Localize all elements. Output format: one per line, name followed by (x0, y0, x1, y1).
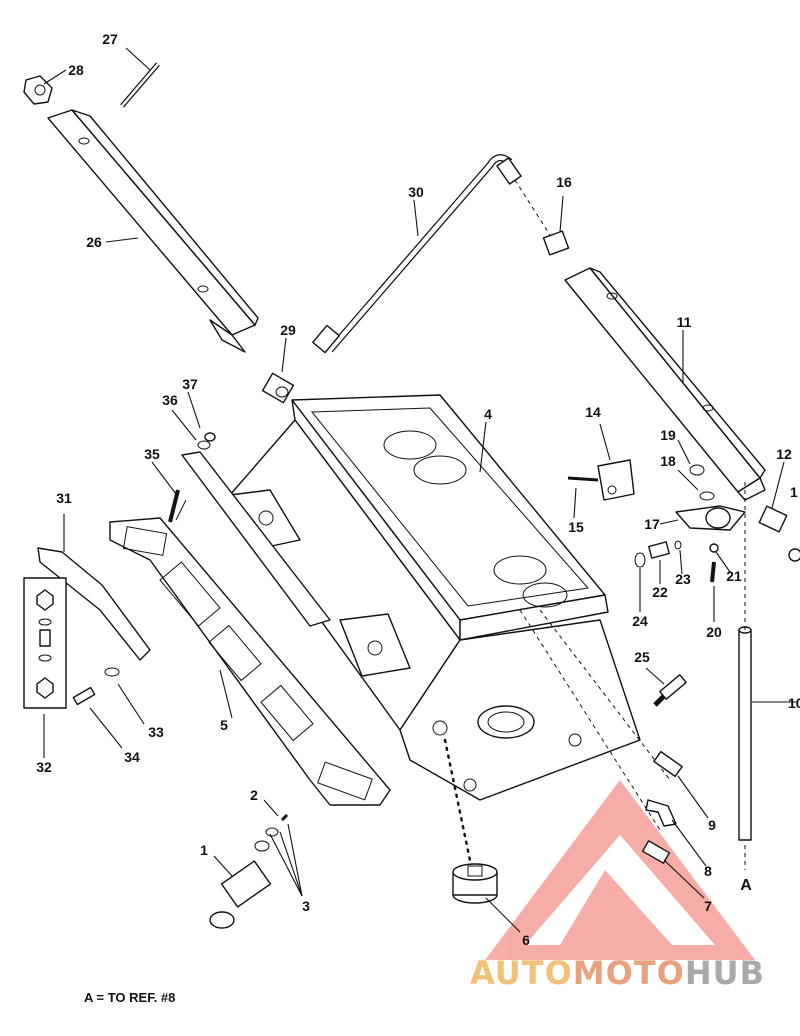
callout-29: 29 (280, 322, 296, 338)
sensor-7 (641, 840, 671, 864)
callout-22: 22 (652, 584, 668, 600)
washer-33 (104, 667, 120, 677)
callout-17: 17 (644, 516, 660, 532)
leader-lines (43, 47, 797, 933)
screw-15 (567, 476, 599, 482)
footnote: A = TO REF. #8 (84, 990, 176, 1005)
watermark-part-2: MOTO (572, 954, 685, 992)
callout-6: 6 (522, 932, 530, 948)
elbow-8 (645, 799, 677, 827)
block-14 (597, 459, 635, 501)
callout-5: 5 (220, 717, 228, 733)
callout-2: 2 (250, 787, 258, 803)
watermark-text: AUTOMOTOHUB (470, 954, 765, 992)
fuel-rail-26 (47, 109, 259, 353)
callout-26: 26 (86, 234, 102, 250)
fitting-12 (758, 505, 800, 562)
callout-10: 10 (788, 695, 800, 711)
washers-36-37 (197, 432, 216, 450)
plug-6 (452, 863, 498, 904)
callout-25: 25 (634, 649, 650, 665)
callout-7: 7 (704, 898, 712, 914)
callout-14: 14 (585, 404, 601, 420)
fuel-rail-11 (564, 267, 766, 501)
spacer-35 (168, 451, 331, 627)
tube-10 (738, 480, 752, 870)
callout-3: 3 (302, 898, 310, 914)
callout-23: 23 (675, 571, 691, 587)
intake-manifold-4 (229, 394, 671, 872)
callout-19: 19 (660, 427, 676, 443)
callout-16: 16 (556, 174, 572, 190)
watermark-part-3: HUB (684, 954, 766, 992)
callout-27: 27 (102, 31, 118, 47)
bolt-34 (72, 686, 96, 706)
callout-35: 35 (144, 446, 160, 462)
pin-27 (120, 62, 160, 108)
watermark-logo (485, 780, 755, 960)
regulator-17 (634, 464, 746, 583)
watermark-part-1: AUTO (470, 954, 573, 992)
gasket-5 (109, 517, 391, 806)
fuel-line-30 (312, 154, 522, 354)
callout-8: 8 (704, 863, 712, 879)
callout-13: 1 (790, 484, 798, 500)
bolt-25 (653, 674, 687, 707)
bracket-31 (37, 547, 151, 661)
callout-36: 36 (162, 392, 178, 408)
callout-15: 15 (568, 519, 584, 535)
callout-1: 1 (200, 842, 208, 858)
callout-21: 21 (726, 568, 742, 584)
callout-33: 33 (148, 724, 164, 740)
nut-28 (23, 75, 53, 105)
sensor-9 (653, 750, 683, 778)
callout-28: 28 (68, 62, 84, 78)
callout-4: 4 (484, 406, 492, 422)
callout-9: 9 (708, 817, 716, 833)
callout-31: 31 (56, 490, 72, 506)
callout-30: 30 (408, 184, 424, 200)
fitting-29 (261, 372, 295, 404)
callout-A: A (740, 877, 752, 894)
callout-18: 18 (660, 453, 676, 469)
callout-37: 37 (182, 376, 198, 392)
callout-12: 12 (776, 446, 792, 462)
hardware-kit-32 (23, 577, 67, 709)
callout-32: 32 (36, 759, 52, 775)
callout-20: 20 (706, 624, 722, 640)
callout-11: 11 (677, 314, 692, 330)
callout-34: 34 (124, 749, 140, 765)
injector-1 (209, 813, 289, 929)
callout-labels: 1 2 3 4 5 6 7 8 9 10 11 12 1 14 15 16 17… (36, 31, 800, 948)
fitting-16 (514, 179, 570, 256)
callout-24: 24 (632, 613, 648, 629)
